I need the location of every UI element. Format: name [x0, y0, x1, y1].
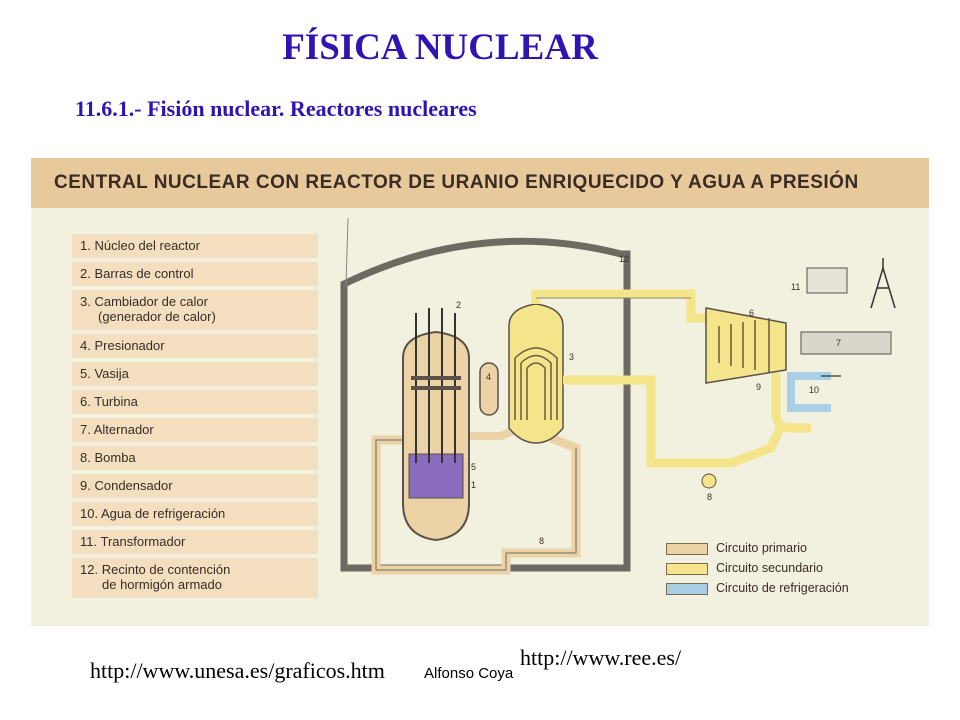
source-link-ree[interactable]: http://www.ree.es/ [520, 645, 682, 670]
legend-item: 3. Cambiador de calor(generador de calor… [72, 290, 318, 330]
circuit-label: Circuito primario [716, 541, 807, 555]
containment-crack-line [345, 217, 349, 287]
plant-schematic: 1 2 3 4 5 6 7 8 8 9 10 11 12 [340, 217, 896, 575]
callout-7: 7 [836, 338, 841, 348]
legend-item: 10. Agua de refrigeración [72, 502, 318, 526]
steam-generator [508, 303, 564, 444]
nuclear-plant-diagram: CENTRAL NUCLEAR CON REACTOR DE URANIO EN… [31, 158, 929, 626]
legend-item: 8. Bomba [72, 446, 318, 470]
callout-1: 1 [471, 480, 476, 490]
circuit-label: Circuito de refrigeración [716, 581, 849, 595]
generator [800, 331, 892, 355]
secondary-pipe-steam [531, 289, 731, 323]
power-pylon [870, 258, 896, 309]
pressurizer [479, 362, 499, 416]
cooling-water-pipe [787, 372, 831, 412]
legend-item: 11. Transformador [72, 530, 318, 554]
circuit-label: Circuito secundario [716, 561, 823, 575]
callout-5: 5 [471, 462, 476, 472]
legend-item: 6. Turbina [72, 390, 318, 414]
source-link-unesa[interactable]: http://www.unesa.es/graficos.htm [90, 658, 385, 683]
callout-9: 9 [756, 382, 761, 392]
callout-10: 10 [809, 385, 819, 395]
legend-item: 1. Núcleo del reactor [72, 234, 318, 258]
page-title: FÍSICA NUCLEAR [282, 27, 598, 68]
author-credit: Alfonso Coya [424, 665, 514, 682]
callout-3: 3 [569, 352, 574, 362]
callout-4: 4 [486, 372, 491, 382]
reactor-vessel [402, 330, 470, 542]
callout-8b: 8 [539, 536, 544, 546]
callout-11: 11 [791, 282, 800, 292]
diagram-banner: CENTRAL NUCLEAR CON REACTOR DE URANIO EN… [31, 158, 929, 208]
secondary-pipe-return [563, 375, 786, 468]
callout-2: 2 [456, 300, 461, 310]
cooling-circuit-swatch [666, 583, 708, 595]
legend-item: 5. Vasija [72, 362, 318, 386]
primary-circuit-swatch [666, 543, 708, 555]
callout-6: 6 [749, 308, 754, 318]
legend-item: 2. Barras de control [72, 262, 318, 286]
diagram-banner-title: CENTRAL NUCLEAR CON REACTOR DE URANIO EN… [54, 172, 859, 193]
callout-12: 12 [619, 254, 629, 264]
legend-item: 7. Alternador [72, 418, 318, 442]
condenser [771, 373, 811, 433]
legend-item: 9. Condensador [72, 474, 318, 498]
containment-building [340, 237, 631, 572]
turbine [705, 307, 787, 384]
page-subtitle: 11.6.1.- Fisión nuclear. Reactores nucle… [75, 96, 477, 121]
transformer [806, 267, 848, 294]
legend-item: 4. Presionador [72, 334, 318, 358]
secondary-pump [701, 473, 717, 489]
callout-8a: 8 [707, 492, 712, 502]
secondary-circuit-swatch [666, 563, 708, 575]
